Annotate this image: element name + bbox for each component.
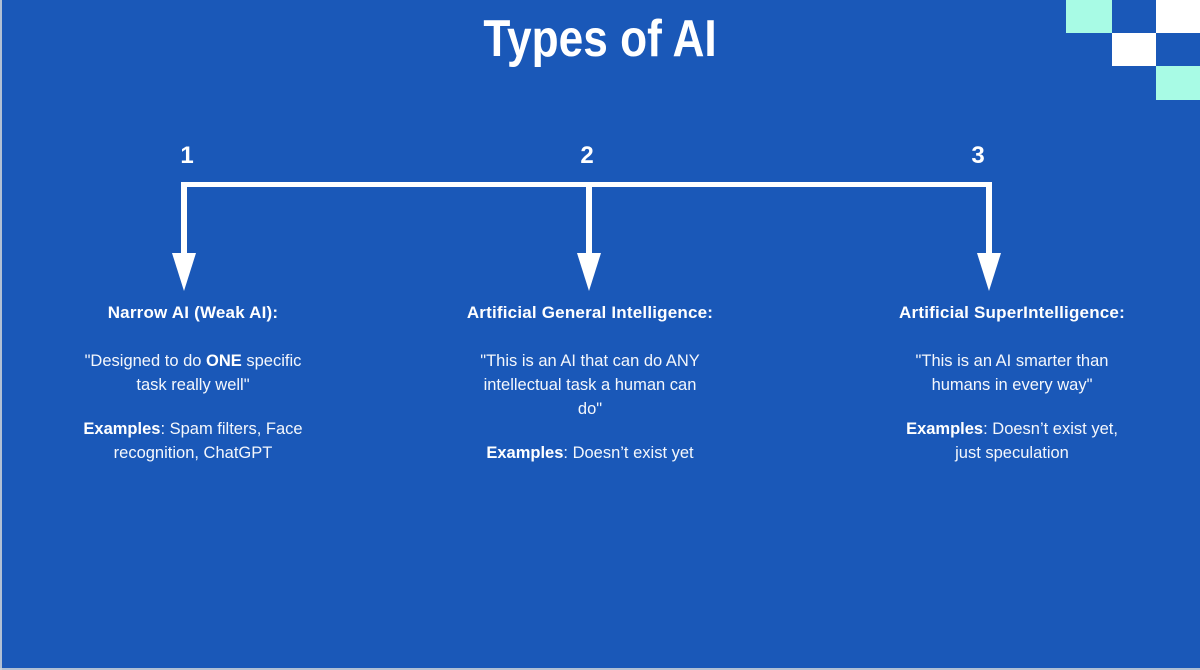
arrow-down-shaft-1 bbox=[181, 182, 187, 255]
quote-text: "Designed to do bbox=[84, 352, 207, 370]
examples-label: Examples bbox=[83, 420, 161, 438]
branch-number-1: 1 bbox=[180, 142, 194, 169]
column-narrow-ai: Narrow AI (Weak AI): "Designed to do ONE… bbox=[33, 302, 353, 465]
examples-label: Examples bbox=[486, 444, 564, 462]
decor-mint-square bbox=[1156, 66, 1200, 100]
column-heading: Artificial General Intelligence: bbox=[466, 303, 714, 322]
decor-white-square bbox=[1112, 33, 1156, 66]
screen-edge-line bbox=[0, 0, 2, 670]
arrow-down-icon bbox=[577, 253, 601, 291]
examples-text: : Spam filters, Face recognition, ChatGP… bbox=[113, 420, 303, 462]
quote-text: "This is an AI that can do ANY intellect… bbox=[480, 352, 700, 418]
quote-bold-text: ONE bbox=[206, 352, 242, 370]
column-agi: Artificial General Intelligence: "This i… bbox=[430, 302, 750, 465]
branch-number-3: 3 bbox=[971, 142, 985, 169]
column-heading: Narrow AI (Weak AI): bbox=[107, 303, 279, 322]
examples-text: : Doesn’t exist yet bbox=[563, 444, 694, 462]
examples-text: : Doesn’t exist yet, just speculation bbox=[955, 420, 1118, 462]
slide-title: Types of AI bbox=[483, 10, 717, 68]
column-asi: Artificial SuperIntelligence: "This is a… bbox=[852, 302, 1172, 465]
decor-mint-square bbox=[1066, 0, 1112, 33]
column-examples: Examples: Doesn’t exist yet, just specul… bbox=[852, 417, 1172, 465]
quote-text: "This is an AI smarter than humans in ev… bbox=[915, 352, 1109, 394]
decor-white-square bbox=[1156, 0, 1200, 33]
column-quote: "This is an AI smarter than humans in ev… bbox=[852, 349, 1172, 397]
branch-number-2: 2 bbox=[580, 142, 594, 169]
column-heading: Artificial SuperIntelligence: bbox=[899, 303, 1125, 322]
quote-text: specific task really well" bbox=[136, 352, 302, 394]
examples-label: Examples bbox=[906, 420, 984, 438]
arrow-down-shaft-2 bbox=[586, 182, 592, 255]
arrow-down-shaft-3 bbox=[986, 182, 992, 255]
column-quote: "Designed to do ONE specific task really… bbox=[33, 349, 353, 397]
column-examples: Examples: Spam filters, Face recognition… bbox=[33, 417, 353, 465]
column-examples: Examples: Doesn’t exist yet bbox=[430, 441, 750, 465]
arrow-down-icon bbox=[977, 253, 1001, 291]
column-quote: "This is an AI that can do ANY intellect… bbox=[430, 349, 750, 421]
screen-edge-line bbox=[0, 668, 1200, 670]
arrow-down-icon bbox=[172, 253, 196, 291]
